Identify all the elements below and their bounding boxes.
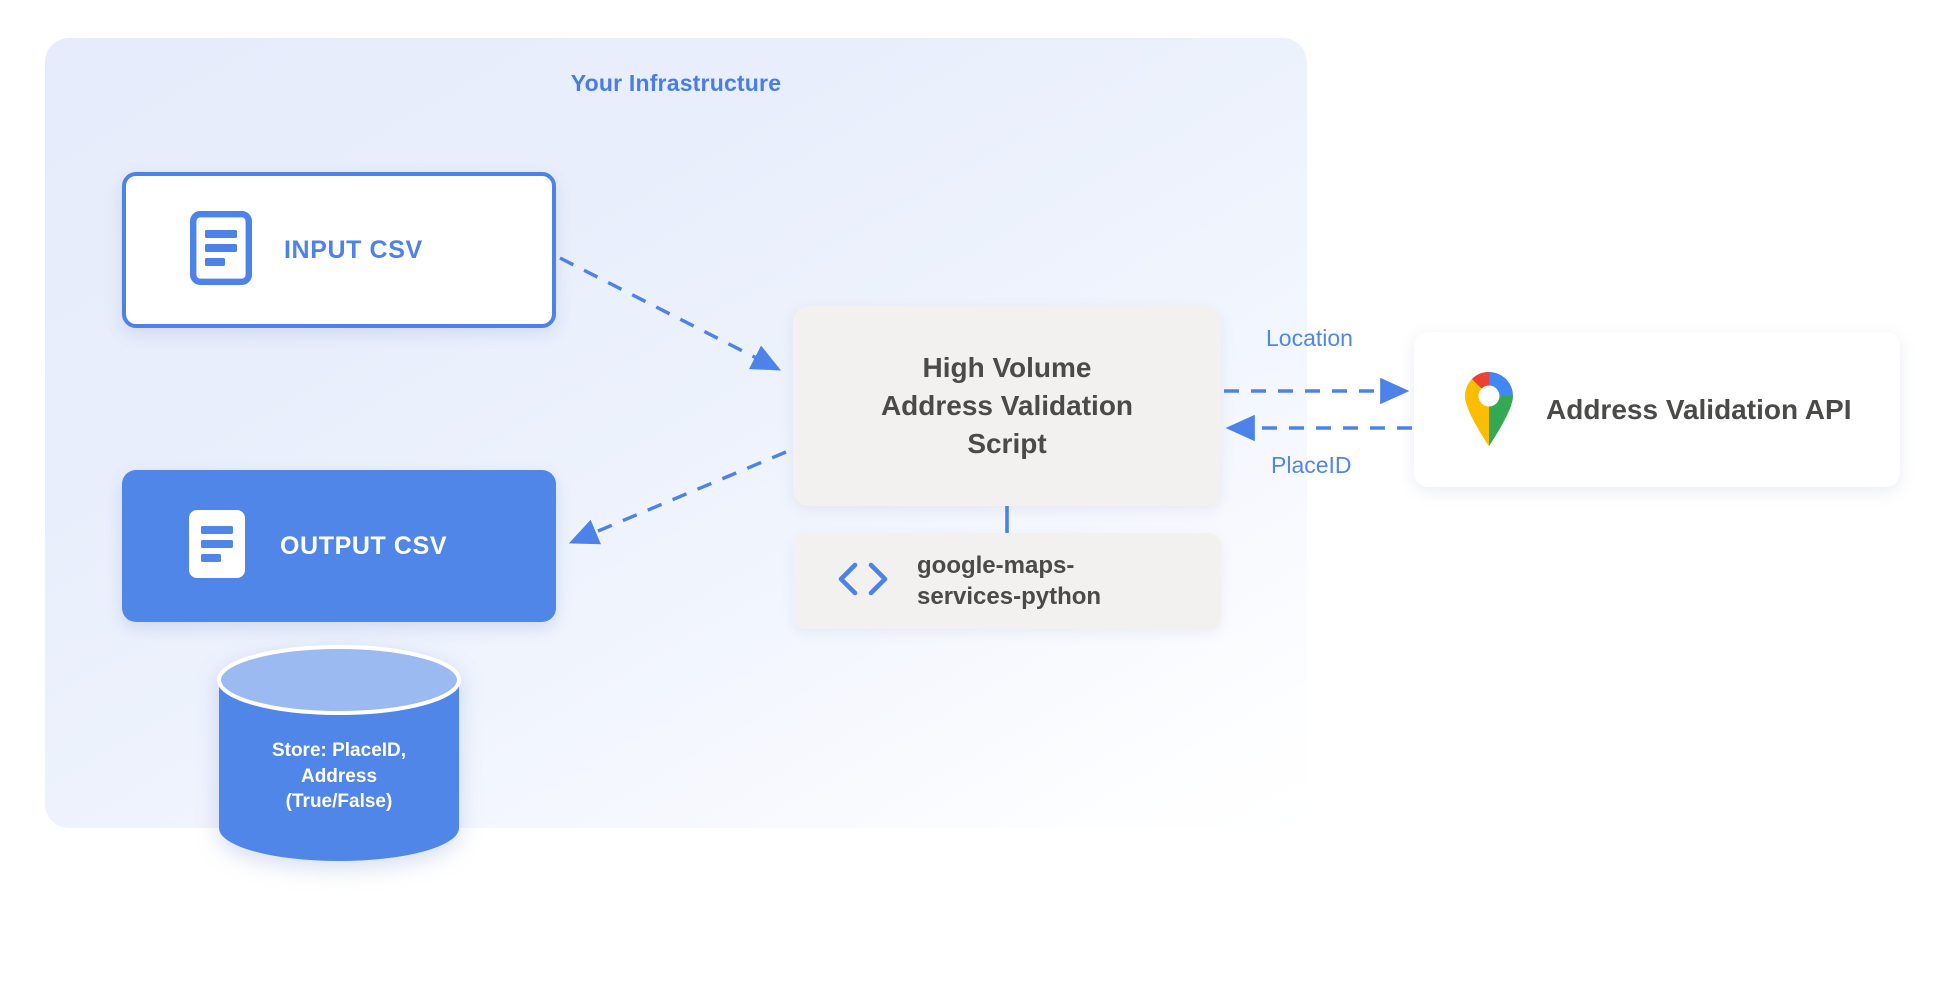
library-line-2: services-python (917, 583, 1102, 610)
node-input-csv[interactable]: INPUT CSV (122, 172, 556, 328)
library-label: google-maps- services-python (917, 550, 1101, 612)
cylinder-shape (217, 645, 461, 861)
document-icon (186, 507, 248, 586)
library-line-1: google-maps- (917, 551, 1075, 579)
edge-label-placeid: PlaceID (1271, 452, 1352, 478)
input-csv-label: INPUT CSV (284, 235, 423, 264)
node-database-store[interactable]: Store: PlaceID, Address (True/False) (216, 644, 462, 864)
document-icon (190, 210, 252, 290)
api-label: Address Validation API (1546, 393, 1852, 425)
node-address-validation-api[interactable]: Address Validation API (1414, 332, 1900, 487)
node-google-maps-services-python[interactable]: google-maps- services-python (793, 533, 1221, 629)
node-high-volume-script[interactable]: High Volume Address Validation Script (793, 306, 1221, 506)
script-line-3: Script (967, 428, 1047, 460)
google-maps-pin-icon (1458, 367, 1520, 452)
edge-label-location: Location (1266, 325, 1353, 351)
node-output-csv[interactable]: OUTPUT CSV (122, 470, 556, 622)
script-line-2: Address Validation (880, 389, 1134, 421)
code-brackets-icon (835, 561, 891, 602)
script-box-text: High Volume Address Validation Script (881, 349, 1133, 463)
output-csv-label: OUTPUT CSV (280, 531, 448, 560)
panel-title: Your Infrastructure (570, 70, 782, 96)
script-line-1: High Volume (922, 351, 1092, 383)
